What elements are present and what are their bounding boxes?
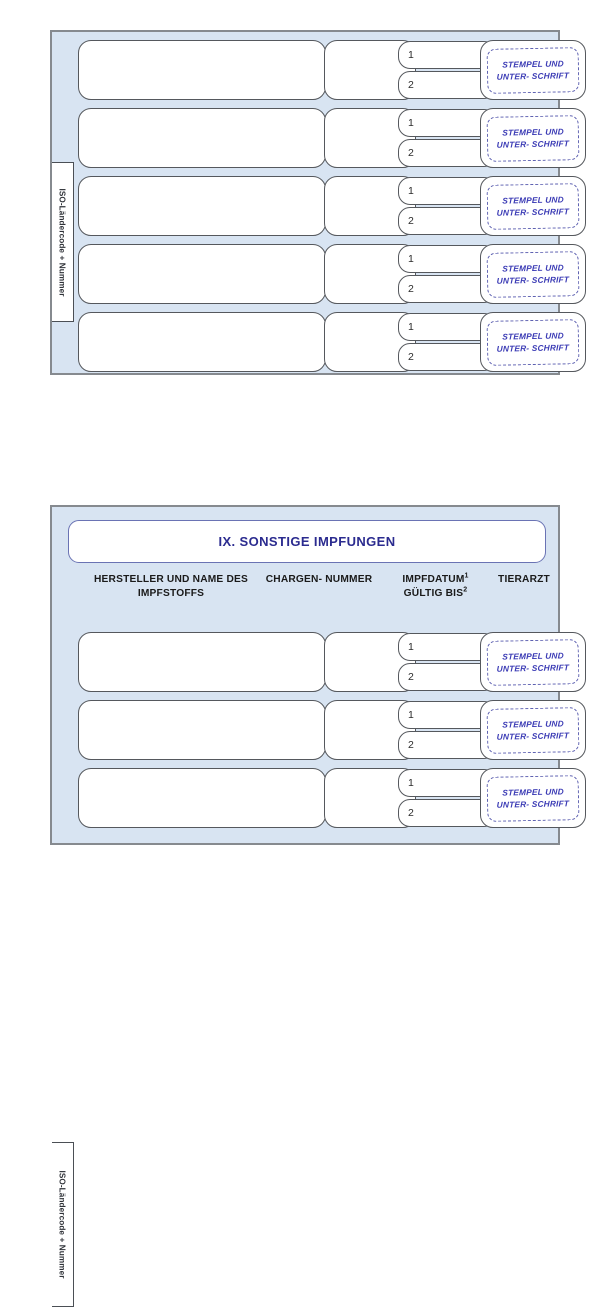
stamp-and-signature-placeholder: STEMPEL UND UNTER- SCHRIFT — [486, 774, 580, 822]
stamp-text: STEMPEL UND UNTER- SCHRIFT — [496, 649, 570, 673]
veterinarian-field[interactable]: STEMPEL UND UNTER- SCHRIFT — [480, 632, 586, 692]
valid-until-date-field[interactable]: 2 — [398, 275, 496, 303]
stamp-text: STEMPEL UND UNTER- SCHRIFT — [496, 57, 570, 81]
veterinarian-field[interactable]: STEMPEL UND UNTER- SCHRIFT — [480, 176, 586, 236]
table-row: 1 2 STEMPEL UND UNTER- SCHRIFT — [78, 108, 586, 168]
manufacturer-field[interactable] — [78, 244, 326, 304]
date-index-2: 2 — [408, 671, 414, 683]
footnote-marker-1: 1 — [464, 572, 469, 580]
vaccination-date-field[interactable]: 1 — [398, 41, 496, 69]
stamp-and-signature-placeholder: STEMPEL UND UNTER- SCHRIFT — [486, 182, 580, 230]
stamp-text: STEMPEL UND UNTER- SCHRIFT — [496, 785, 570, 809]
date-index-1: 1 — [408, 117, 414, 129]
column-headers: HERSTELLER UND NAME DES IMPFSTOFFS CHARG… — [68, 573, 550, 623]
vaccination-records-panel: ISO-Ländercode + Nummer 1 2 STEMPEL UND … — [50, 30, 586, 375]
table-row: 1 2 STEMPEL UND UNTER- SCHRIFT — [78, 768, 586, 828]
veterinarian-field[interactable]: STEMPEL UND UNTER- SCHRIFT — [480, 40, 586, 100]
valid-until-date-field[interactable]: 2 — [398, 207, 496, 235]
table-row: 1 2 STEMPEL UND UNTER- SCHRIFT — [78, 632, 586, 692]
date-index-1: 1 — [408, 49, 414, 61]
date-index-2: 2 — [408, 807, 414, 819]
date-index-1: 1 — [408, 709, 414, 721]
iso-country-code-tab: ISO-Ländercode + Nummer — [52, 1142, 74, 1307]
veterinarian-field[interactable]: STEMPEL UND UNTER- SCHRIFT — [480, 768, 586, 828]
valid-until-date-field[interactable]: 2 — [398, 139, 496, 167]
iso-country-code-tab: ISO-Ländercode + Nummer — [52, 162, 74, 322]
stamp-and-signature-placeholder: STEMPEL UND UNTER- SCHRIFT — [486, 250, 580, 298]
iso-country-code-label: ISO-Ländercode + Nummer — [58, 1170, 67, 1279]
veterinarian-field[interactable]: STEMPEL UND UNTER- SCHRIFT — [480, 312, 586, 372]
stamp-text: STEMPEL UND UNTER- SCHRIFT — [496, 329, 570, 353]
date-index-1: 1 — [408, 777, 414, 789]
date-index-1: 1 — [408, 185, 414, 197]
stamp-text: STEMPEL UND UNTER- SCHRIFT — [496, 717, 570, 741]
manufacturer-field[interactable] — [78, 108, 326, 168]
table-row: 1 2 STEMPEL UND UNTER- SCHRIFT — [78, 40, 586, 100]
date-index-2: 2 — [408, 283, 414, 295]
manufacturer-field[interactable] — [78, 176, 326, 236]
valid-until-date-field[interactable]: 2 — [398, 343, 496, 371]
vaccination-date-field[interactable]: 1 — [398, 177, 496, 205]
vaccination-date-field[interactable]: 1 — [398, 701, 496, 729]
vaccination-date-field[interactable]: 1 — [398, 245, 496, 273]
stamp-text: STEMPEL UND UNTER- SCHRIFT — [496, 125, 570, 149]
column-header-vet: TIERARZT — [498, 574, 550, 585]
table-row: 1 2 STEMPEL UND UNTER- SCHRIFT — [78, 244, 586, 304]
manufacturer-field[interactable] — [78, 768, 326, 828]
other-vaccinations-panel: IX. SONSTIGE IMPFUNGEN HERSTELLER UND NA… — [50, 505, 586, 1307]
date-index-2: 2 — [408, 739, 414, 751]
date-index-1: 1 — [408, 641, 414, 653]
vaccination-date-field[interactable]: 1 — [398, 313, 496, 341]
column-header-date-line2: GÜLTIG BIS — [403, 587, 464, 599]
valid-until-date-field[interactable]: 2 — [398, 663, 496, 691]
table-row: 1 2 STEMPEL UND UNTER- SCHRIFT — [78, 176, 586, 236]
manufacturer-field[interactable] — [78, 632, 326, 692]
iso-country-code-label: ISO-Ländercode + Nummer — [58, 187, 67, 297]
column-header-batch: CHARGEN- NUMMER — [265, 574, 373, 585]
date-index-2: 2 — [408, 79, 414, 91]
manufacturer-field[interactable] — [78, 700, 326, 760]
manufacturer-field[interactable] — [78, 40, 326, 100]
date-index-2: 2 — [408, 215, 414, 227]
valid-until-date-field[interactable]: 2 — [398, 731, 496, 759]
vaccination-date-field[interactable]: 1 — [398, 769, 496, 797]
veterinarian-field[interactable]: STEMPEL UND UNTER- SCHRIFT — [480, 244, 586, 304]
column-header-date-line1: IMPFDATUM — [402, 574, 465, 585]
date-index-2: 2 — [408, 351, 414, 363]
table-row: 1 2 STEMPEL UND UNTER- SCHRIFT — [78, 700, 586, 760]
table-row: 1 2 STEMPEL UND UNTER- SCHRIFT — [78, 312, 586, 372]
manufacturer-field[interactable] — [78, 312, 326, 372]
vaccination-date-field[interactable]: 1 — [398, 109, 496, 137]
stamp-and-signature-placeholder: STEMPEL UND UNTER- SCHRIFT — [486, 318, 580, 366]
date-index-1: 1 — [408, 253, 414, 265]
veterinarian-field[interactable]: STEMPEL UND UNTER- SCHRIFT — [480, 108, 586, 168]
vaccination-date-field[interactable]: 1 — [398, 633, 496, 661]
stamp-and-signature-placeholder: STEMPEL UND UNTER- SCHRIFT — [486, 46, 580, 94]
section-title-box: IX. SONSTIGE IMPFUNGEN — [68, 520, 546, 563]
stamp-text: STEMPEL UND UNTER- SCHRIFT — [496, 193, 570, 217]
stamp-and-signature-placeholder: STEMPEL UND UNTER- SCHRIFT — [486, 114, 580, 162]
veterinarian-field[interactable]: STEMPEL UND UNTER- SCHRIFT — [480, 700, 586, 760]
column-header-manufacturer: HERSTELLER UND NAME DES IMPFSTOFFS — [93, 574, 249, 599]
footnote-marker-2: 2 — [463, 586, 468, 594]
date-index-2: 2 — [408, 147, 414, 159]
stamp-and-signature-placeholder: STEMPEL UND UNTER- SCHRIFT — [486, 638, 580, 686]
date-index-1: 1 — [408, 321, 414, 333]
stamp-text: STEMPEL UND UNTER- SCHRIFT — [496, 261, 570, 285]
page-title: IX. SONSTIGE IMPFUNGEN — [218, 534, 396, 549]
stamp-and-signature-placeholder: STEMPEL UND UNTER- SCHRIFT — [486, 706, 580, 754]
